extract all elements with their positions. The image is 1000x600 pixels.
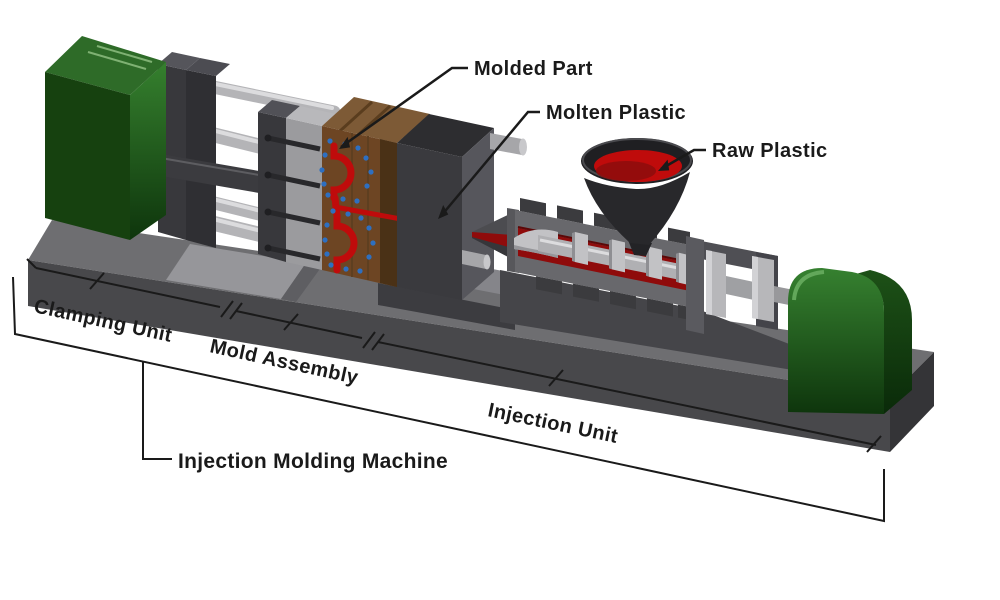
housing-shine xyxy=(96,45,153,63)
tie-bar-stub xyxy=(519,138,527,156)
mold-bolts xyxy=(267,135,321,262)
dim-break-mark xyxy=(362,331,376,349)
screw xyxy=(514,229,692,286)
label-molten-plastic: Molten Plastic xyxy=(546,102,686,124)
base-right-face xyxy=(890,352,934,452)
dim-tick xyxy=(548,369,564,387)
screw-flight xyxy=(649,246,662,280)
base-pit-floor xyxy=(166,244,306,299)
mold-block-face xyxy=(322,126,397,287)
mold-block-side xyxy=(380,139,397,287)
leader-raw-plastic xyxy=(660,148,706,171)
dim-start-tick xyxy=(26,258,37,269)
arrowhead-icon xyxy=(658,159,670,171)
drive-motor xyxy=(788,268,912,414)
nozzle-melt-core xyxy=(472,232,512,248)
screw-flight xyxy=(612,239,625,273)
hopper xyxy=(581,138,693,256)
arrowhead-icon xyxy=(438,205,449,219)
barrel-collar xyxy=(686,236,704,334)
base-pit-wall xyxy=(281,263,322,302)
label-molded-part: Molded Part xyxy=(474,58,593,80)
screw-drive xyxy=(686,236,794,334)
dim-segment-clamping xyxy=(35,267,221,308)
arrowhead-icon xyxy=(339,136,351,149)
label-machine: Injection Molding Machine xyxy=(178,450,448,473)
label-raw-plastic: Raw Plastic xyxy=(712,140,828,162)
stationary-platen-side xyxy=(462,128,494,300)
screw-flight-edge xyxy=(609,239,612,270)
mold-assembly xyxy=(258,97,527,300)
tie-bar-stub xyxy=(462,250,486,269)
injection-unit xyxy=(472,198,794,334)
leader-molten-plastic xyxy=(440,110,540,217)
mold-plate-light-top xyxy=(286,106,336,126)
molded-part-cavity xyxy=(333,212,358,274)
mold-bolt-caps xyxy=(264,134,272,252)
drive-disc-shine xyxy=(706,250,712,315)
machine-callout-line xyxy=(142,362,172,460)
mold-pedestal xyxy=(378,283,515,330)
clamp-housing-front xyxy=(45,72,130,240)
drive-shaft xyxy=(726,276,754,300)
dim-break-mark xyxy=(229,302,243,320)
callout-labels: Molded Part Molten Plastic Raw Plastic xyxy=(474,58,828,162)
stationary-platen-front xyxy=(397,143,462,300)
screw-nose-shade xyxy=(514,245,558,258)
dim-tick xyxy=(283,313,299,331)
screw-flight xyxy=(575,232,588,265)
mold-plate-dark-front xyxy=(258,112,286,262)
dimension-lines xyxy=(12,258,885,523)
screw-flight-edge xyxy=(676,252,679,283)
dim-segment-injection xyxy=(377,341,877,446)
moving-platen-front xyxy=(186,70,216,248)
clamp-housing-side xyxy=(130,62,166,240)
motor-front xyxy=(788,268,884,414)
screw-flight-edge xyxy=(572,232,575,262)
callout-leaders xyxy=(340,66,706,217)
raw-plastic-shade xyxy=(596,161,656,181)
mold-top-seam xyxy=(338,100,374,133)
clamp-platen-top xyxy=(158,52,200,70)
leader-molded-part xyxy=(340,66,468,149)
dim-segment-mold xyxy=(235,310,363,339)
housing-shine xyxy=(87,51,147,70)
dim-break-mark xyxy=(220,300,234,318)
dim-end-tick xyxy=(866,435,882,453)
stationary-platen-top xyxy=(397,114,494,157)
motor-shine xyxy=(792,270,825,301)
dim-break-mark xyxy=(371,333,385,351)
mold-plate-dark-top xyxy=(258,100,300,118)
moving-platen-top xyxy=(186,58,230,76)
tie-bar-stub xyxy=(483,254,491,270)
toggle-beam xyxy=(126,148,288,198)
clamp-housing-top xyxy=(45,36,166,95)
clamping-unit xyxy=(45,36,289,248)
machine-bracket xyxy=(12,276,885,523)
drive-disc-shine xyxy=(752,256,758,319)
dim-tick xyxy=(89,272,105,290)
molded-part-cavity xyxy=(330,142,355,202)
mold-plate-light-front xyxy=(286,118,322,270)
callout-arrowheads xyxy=(339,136,670,219)
hopper-cone xyxy=(584,172,690,245)
